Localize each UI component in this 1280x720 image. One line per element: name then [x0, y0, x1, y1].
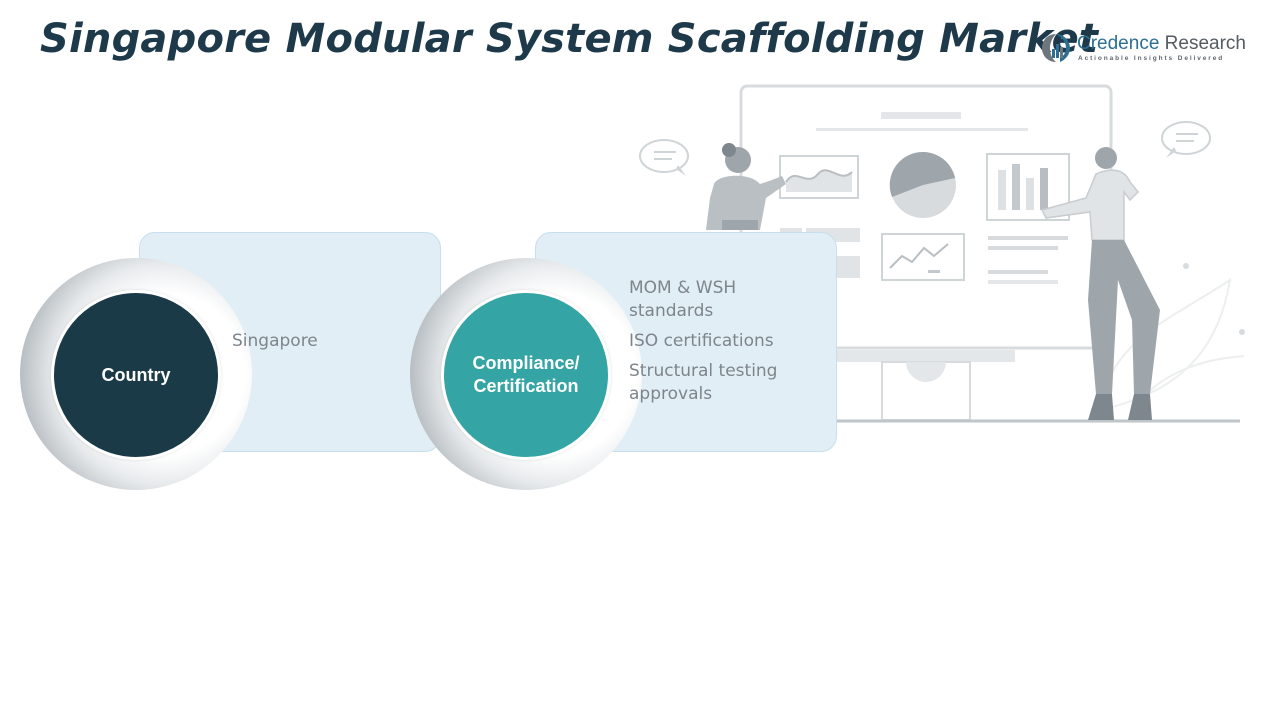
list-item: MOM & WSH standards [629, 278, 737, 321]
country-circle: Country [51, 290, 221, 460]
country-items: Singapore [232, 330, 318, 360]
compliance-items: MOM & WSH standards ISO certifications S… [629, 277, 819, 413]
list-item: Singapore [232, 331, 318, 351]
logo-name-part2: Research [1159, 33, 1246, 54]
compliance-label: Compliance/ Certification [472, 353, 580, 396]
logo-tagline: Actionable Insights Delivered [1078, 55, 1225, 62]
list-item: ISO certifications [629, 331, 774, 351]
logo-name: Credence Research [1077, 33, 1246, 55]
country-label: Country [101, 364, 171, 385]
bar-chart-head-icon [1042, 34, 1070, 62]
logo-name-part1: Credence [1077, 33, 1160, 54]
list-item: Structural testing approvals [629, 361, 778, 404]
page-title: Singapore Modular System Scaffolding Mar… [40, 16, 1099, 62]
compliance-circle: Compliance/ Certification [441, 290, 611, 460]
company-logo: Credence Research Actionable Insights De… [1040, 30, 1255, 68]
